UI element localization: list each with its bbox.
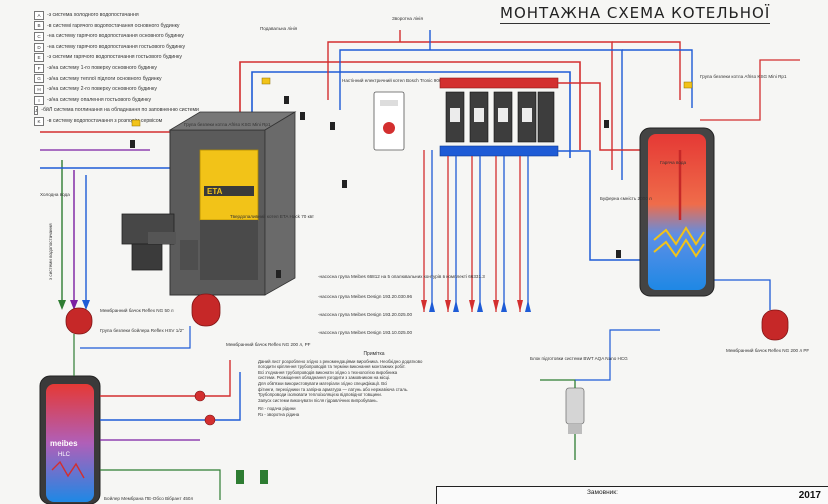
note-line: системи. Розміщення обладнання узгодити … <box>258 375 391 381</box>
expansion-vessel-mid <box>191 293 221 327</box>
legend-row: H-з/на систему 2-го поверху основного бу… <box>34 84 194 95</box>
legend-key: C <box>34 31 44 41</box>
hot-caption: Гаряча вода <box>660 160 687 165</box>
legend-row: F-з/на систему 1-го поверху основного бу… <box>34 63 194 74</box>
legend-text: -на систему гарячого водопостачання осно… <box>47 33 185 40</box>
legend-key: D <box>34 42 44 52</box>
safety-group-right: Група безпеки котла Afriso KSG Mini Rp1 <box>700 74 787 79</box>
expansion-vessel-left <box>65 307 93 335</box>
flow-caption: Подавальна лінія <box>260 26 298 31</box>
legend-text: -на систему гарячого водопостачання гост… <box>47 43 186 50</box>
buffer-label: Буферна ємність 2000 л <box>600 196 652 201</box>
client-label: Замовник: <box>587 489 618 496</box>
legend-text: -з/на систему 2-го поверху основного буд… <box>47 86 157 93</box>
legend-row: J-бйЛ система поглинання на обладнання п… <box>34 105 199 116</box>
note-return: Rз - зворотна рідина <box>258 411 300 417</box>
pump-group-4: -насосна група Meibes Design 193.10.025.… <box>318 330 412 335</box>
pump-group-1: -насосна група Meibes 66812 на 5 опалюва… <box>318 274 485 279</box>
pump-group-2: -насосна група Meibes Design 193.20.030.… <box>318 294 412 299</box>
electric-boiler <box>373 91 405 151</box>
legend-row: I-з/на систему опалення гостьового будин… <box>34 95 194 106</box>
legend-row: D-на систему гарячого водопостачання гос… <box>34 42 194 53</box>
legend-text: -в систему водопостачання з розподім сер… <box>47 117 163 124</box>
side-label: з системи водопостачання <box>48 223 53 280</box>
heating-circuits <box>421 150 531 312</box>
pump-manifold <box>439 77 559 157</box>
legend-key: K <box>34 116 44 126</box>
boiler-brand: ETA <box>207 187 223 196</box>
return-caption: Зворотна лінія <box>392 16 423 21</box>
legend-row: K-в систему водопостачання з розподім се… <box>34 116 194 127</box>
note-line: Для обв'язки використовувати матеріали з… <box>258 380 388 386</box>
legend-key: G <box>34 74 44 84</box>
legend-text: -з/на систему теплої підлоги основного б… <box>47 75 162 82</box>
year-label: 2017 <box>798 490 821 501</box>
pellet-feeder <box>121 213 176 271</box>
page-title: МОНТАЖНА СХЕМА КОТЕЛЬНОЇ <box>500 4 771 24</box>
note-flow: Rп - подача рідини <box>258 406 296 412</box>
legend-key: B <box>34 21 44 31</box>
buffer-tank <box>639 127 715 297</box>
legend-text: -з системи гарячого водопостачання гость… <box>47 54 182 61</box>
legend-key: H <box>34 84 44 94</box>
legend-row: B-в системі гарячого водопостачання осно… <box>34 21 194 32</box>
boiler-tank-label: Бойлер Мембрана ПЕ-Обсо Вібрант 450л <box>104 495 193 501</box>
filter-unit <box>540 329 660 460</box>
legend-text: -бйЛ система поглинання на обладнання по… <box>41 107 199 114</box>
tank-brand: meibes <box>50 439 78 448</box>
legend-row: E-з системи гарячого водопостачання гост… <box>34 52 194 63</box>
note-line: Даний лист розроблено згідно з рекоменда… <box>258 358 423 364</box>
legend-text: -з система холодного водопостачання <box>47 12 139 18</box>
solid-fuel-boiler: ETA <box>168 111 297 296</box>
exp-mid-label: Мембранний бачок Reflex NG 200 л, PF <box>226 341 311 347</box>
electric-boiler-label: Настінний електричний котел Bosch Tronic… <box>342 77 460 83</box>
note-block: Примітка Даний лист розроблено згідно з … <box>258 351 490 418</box>
note-line: погодити кріплення трубопроводів та терм… <box>258 364 406 370</box>
safety-group-mid: Група безпеки бойлера Reflex HSV 1/2" <box>100 327 184 333</box>
tank-model: HLC <box>58 452 71 458</box>
legend-key: I <box>34 95 44 105</box>
legend-row: A-з система холодного водопостачання <box>34 10 194 21</box>
legend-key: F <box>34 63 44 73</box>
filter-label: Блок підготовки системи BWT AQA Nano HCG <box>530 356 628 361</box>
note-line: Запуск системи виконувати після гідравлі… <box>258 397 378 403</box>
note-title: Примітка <box>363 351 385 357</box>
legend-text: -в системі гарячого водопостачання основ… <box>47 22 180 29</box>
legend-text: -з/на систему опалення гостьового будинк… <box>47 96 152 103</box>
legend-row: G-з/на систему теплої підлоги основного … <box>34 74 194 85</box>
legend-key: A <box>34 10 44 20</box>
safety-group-left: Група безпеки котла Afriso KSG Mini Rp1 <box>184 122 271 127</box>
note-line: Трубопроводи ізолювати теплоізоляцією ві… <box>258 392 382 398</box>
legend-key: E <box>34 53 44 63</box>
boiler-tank: meibes HLC <box>39 375 101 504</box>
title-block: Замовник: 2017 <box>436 486 828 504</box>
pump-group-3: -насосна група Meibes Design 193.20.025.… <box>318 312 412 317</box>
cold-caption: Холодна вода <box>40 192 70 197</box>
legend-text: -з/на систему 1-го поверху основного буд… <box>47 64 157 71</box>
legend-key: J <box>34 106 39 116</box>
legend-row: C-на систему гарячого водопостачання осн… <box>34 31 194 42</box>
note-line: Всі з'єднання трубопроводів виконати згі… <box>258 369 398 375</box>
exp-right-label: Мембранний бачок Reflex NG 200 л PF <box>726 347 809 353</box>
solid-boiler-label: Твердопаливний котел ETA Hack 70 квт <box>230 213 315 219</box>
note-line: фітинги, перехідники та запірна арматура… <box>258 386 409 392</box>
expansion-vessel-right <box>761 309 789 341</box>
exp-left-label: Мембранний бачок Reflex NG 50 л <box>100 307 174 313</box>
